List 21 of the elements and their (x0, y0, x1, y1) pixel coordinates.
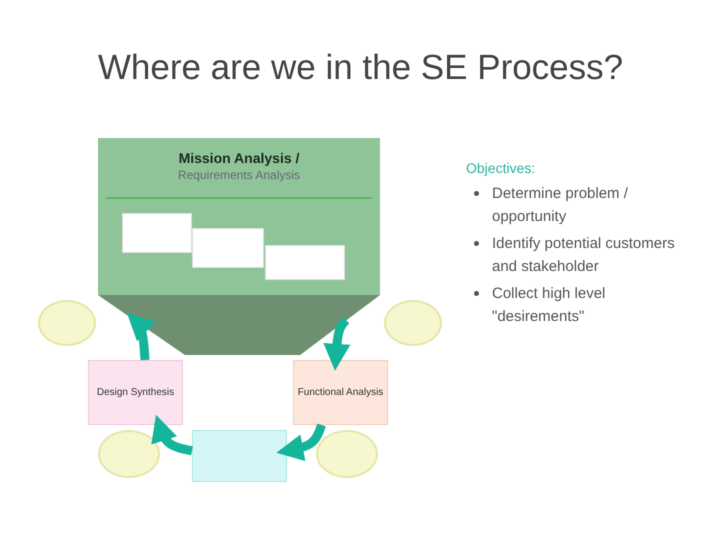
process-box (192, 228, 264, 268)
objectives-heading: Objectives: (466, 160, 536, 176)
ellipse-shape (98, 430, 160, 478)
heading: Mission Analysis / (178, 150, 300, 166)
subheading: Requirements Analysis (178, 168, 300, 182)
process-box (88, 360, 183, 425)
bullet-text: Identify potential customers and stakeholder (492, 235, 675, 275)
process-box (192, 430, 287, 482)
cycle-arrow (276, 424, 326, 462)
bullet-text: Collect high level "desirements" (492, 285, 606, 325)
slide-title: Where are we in the SE Process? (96, 48, 624, 88)
cycle-arrow (323, 317, 350, 371)
process-box (122, 213, 192, 253)
bullet-text: Determine problem / opportunity (492, 185, 628, 225)
cycle-arrow (151, 414, 193, 456)
process-box (293, 360, 388, 425)
cycle-arrow (126, 312, 156, 360)
box-label: Design Synthesis (96, 387, 174, 398)
process-box (265, 245, 345, 280)
ellipse-shape (316, 430, 378, 478)
box-label: Functional Analysis (298, 387, 384, 398)
